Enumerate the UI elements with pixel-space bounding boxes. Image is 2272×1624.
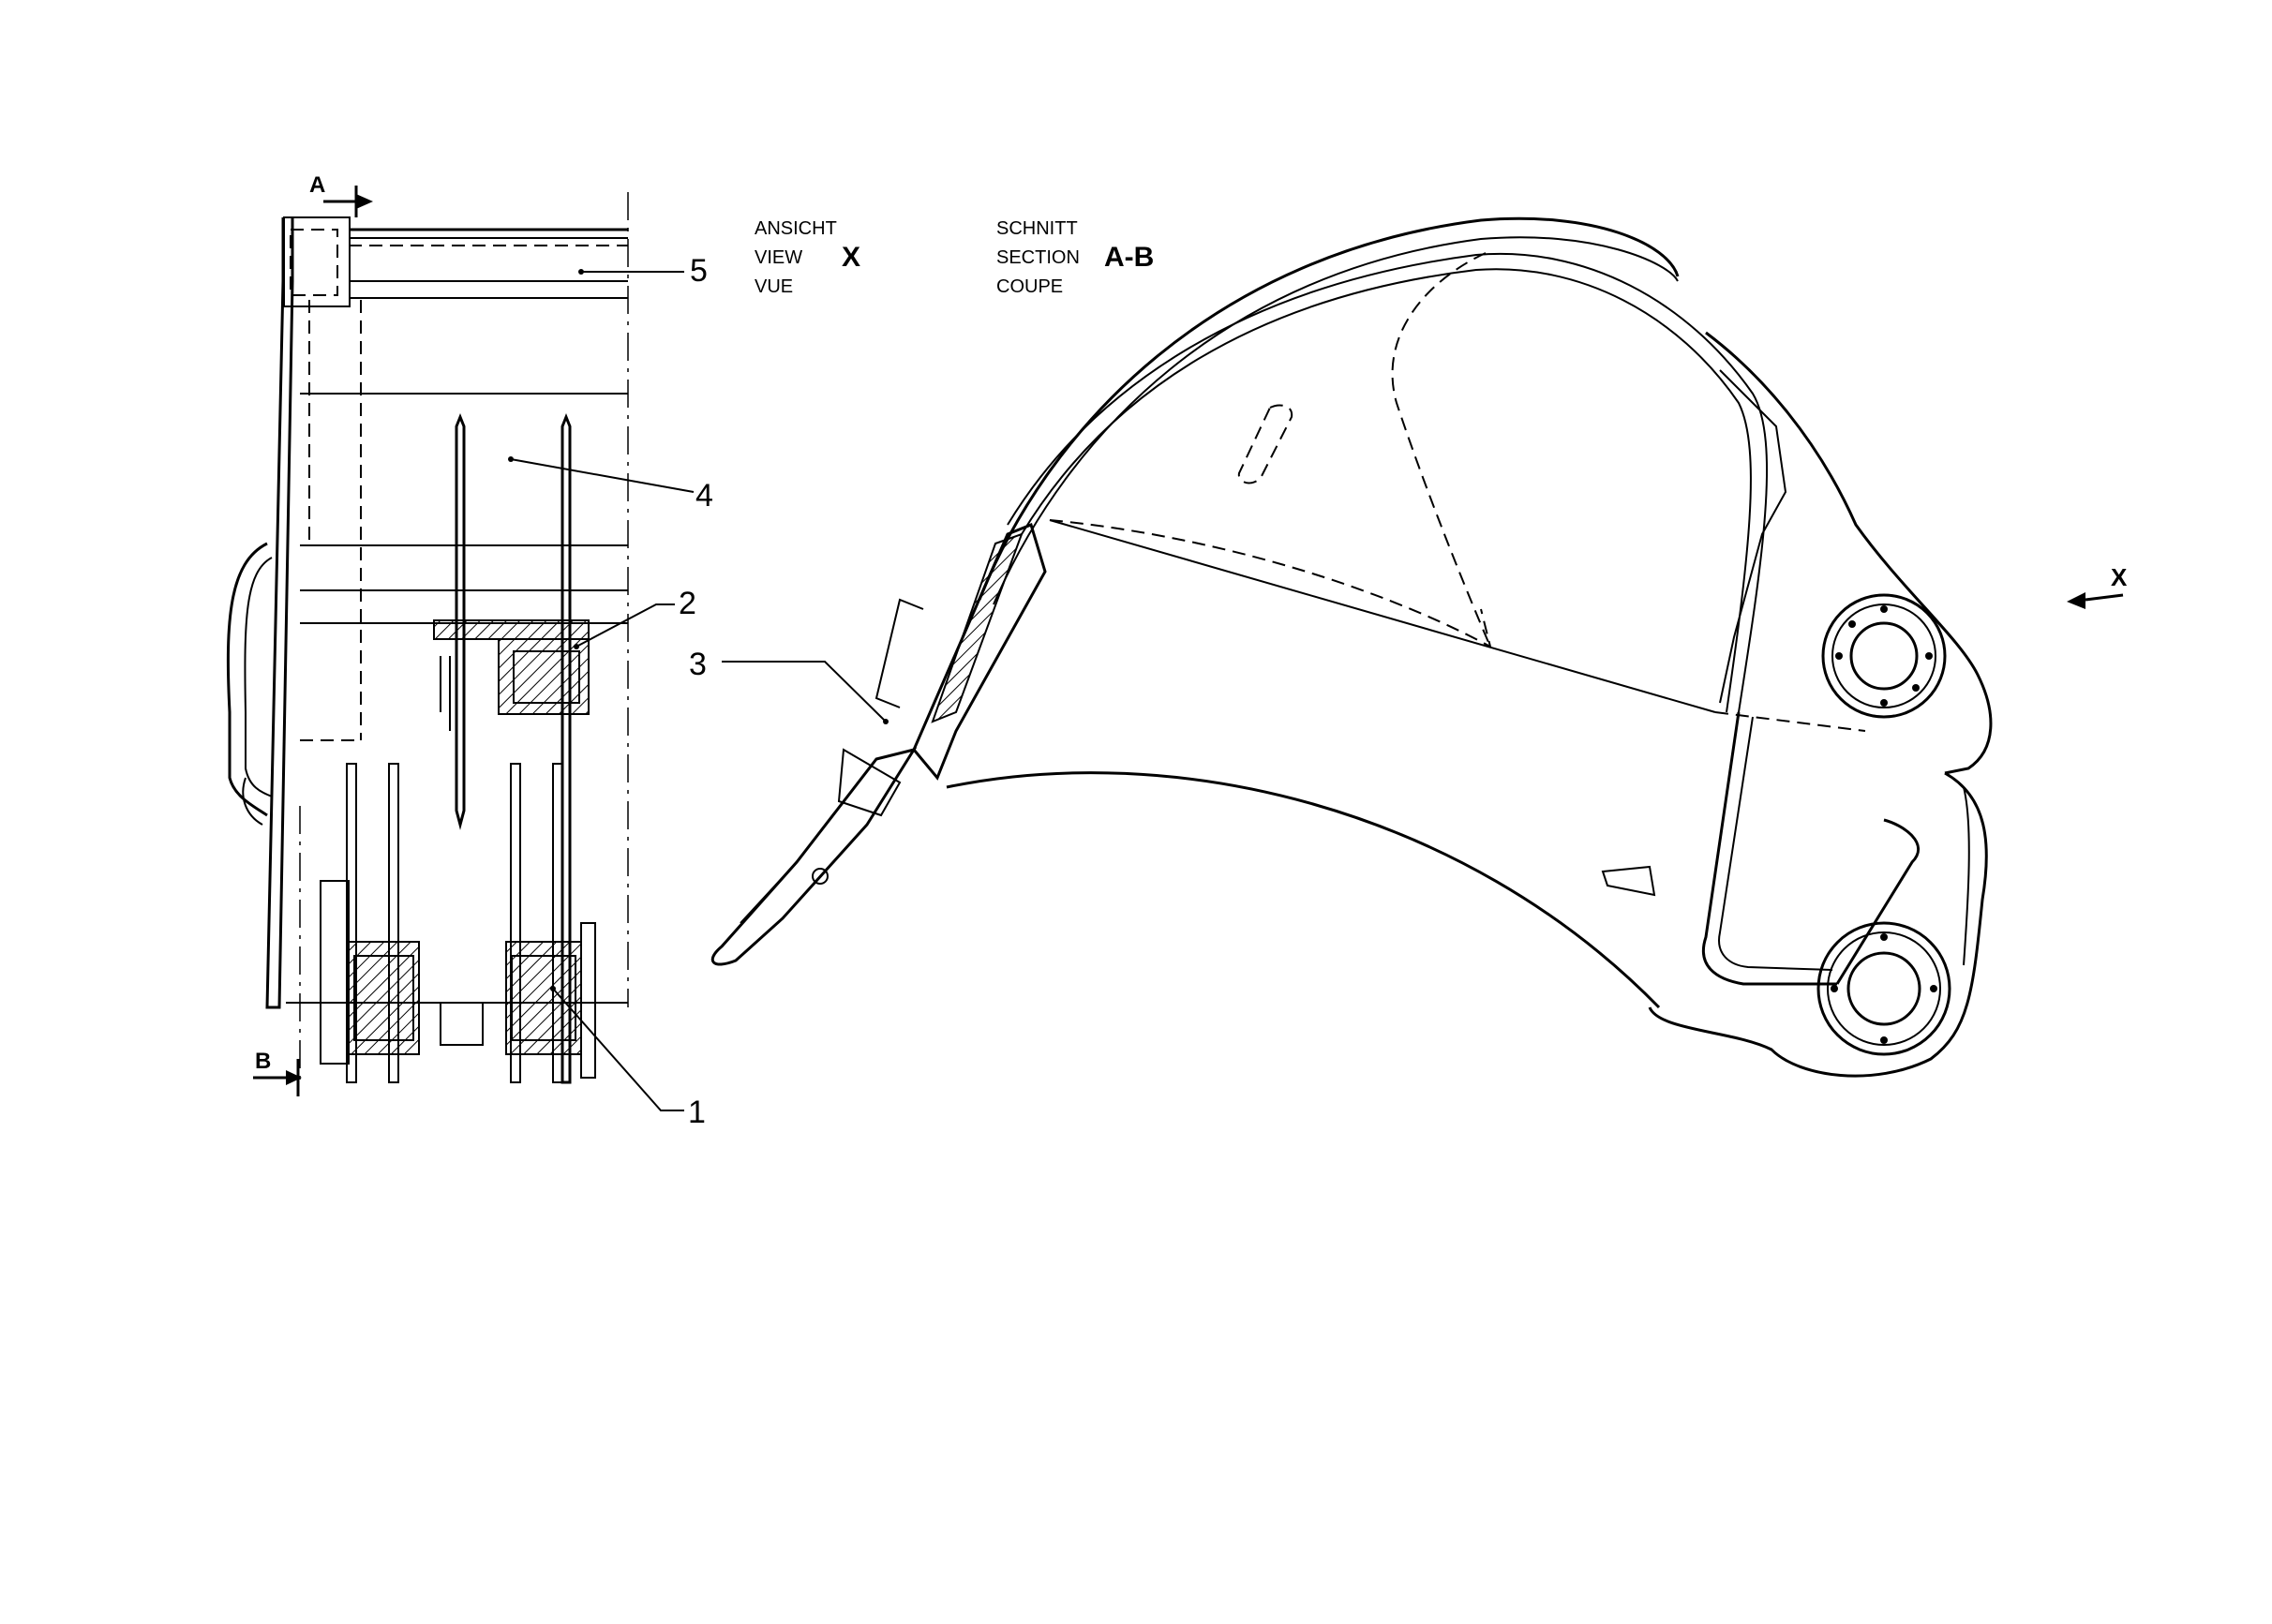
lower-bolt-2 <box>1930 985 1937 992</box>
upper-pin-boss-ring <box>1831 603 1936 708</box>
lower-right-bore <box>511 955 576 1041</box>
leader-3-dot <box>883 719 889 724</box>
lower-boss-edge <box>1963 786 1970 966</box>
hidden-lower-line <box>1714 711 1866 732</box>
section-mark-b: B <box>255 1049 271 1074</box>
rear-link <box>1835 818 1920 985</box>
guard-inner <box>244 557 273 797</box>
leader-1 <box>552 988 684 1111</box>
lower-plate-1 <box>346 763 357 1083</box>
upper-bushing-flange <box>433 619 590 640</box>
leader-2-dot <box>574 644 579 649</box>
bucket-shell-inner-1 <box>993 236 1679 605</box>
leader-5-dot <box>578 269 584 275</box>
view-label-en: VIEW <box>755 247 802 268</box>
upper-bolt-6 <box>1912 684 1920 692</box>
lower-pin-bore <box>1846 951 1921 1026</box>
top-bracket-hidden <box>290 229 338 296</box>
guard-outer <box>226 542 268 817</box>
upper-bushing-bore <box>513 650 580 704</box>
center-block <box>440 1002 484 1046</box>
callout-3: 3 <box>689 647 707 682</box>
upper-bushing-web <box>440 656 451 731</box>
upper-bolt-2 <box>1925 652 1933 660</box>
lower-boss-outline <box>1648 771 1988 1078</box>
callout-1: 1 <box>688 1095 706 1130</box>
rear-upper-web <box>1719 369 1787 704</box>
bucket-bottom-edge <box>946 771 1661 1009</box>
hidden-inner-1 <box>1049 519 1492 648</box>
view-label-fr: VUE <box>755 276 793 297</box>
leader-4-dot <box>508 456 514 462</box>
ripper-back-line <box>1049 519 1716 713</box>
adapter-section <box>931 532 1024 723</box>
bucket-outer-shell <box>978 216 1680 601</box>
lower-bolt-3 <box>1880 1036 1888 1044</box>
view-letter: X <box>842 242 860 273</box>
hidden-slot <box>1237 404 1293 484</box>
section-ab-drawing <box>710 216 2124 1078</box>
adapter-side-plate <box>874 598 924 708</box>
leader-1-dot <box>550 986 556 991</box>
upper-bolt-4 <box>1835 652 1843 660</box>
side-plate <box>265 217 294 1009</box>
section-label-fr: COUPE <box>996 276 1063 297</box>
hidden-inner-2 <box>1391 252 1491 648</box>
rear-back-inner <box>1718 716 1833 971</box>
leader-4 <box>510 458 695 493</box>
callout-4: 4 <box>695 478 713 514</box>
view-x-arrow-line <box>2085 593 2124 602</box>
callout-2: 2 <box>679 586 696 621</box>
upper-bolt-1 <box>1880 605 1888 613</box>
lower-right-side-plate <box>580 922 596 1079</box>
lower-plate-4 <box>552 763 563 1083</box>
bucket-liner <box>1007 253 1769 713</box>
leader-2 <box>575 603 675 648</box>
tooth-retainer-pin <box>812 868 829 885</box>
upper-pin-bore <box>1849 621 1919 691</box>
side-cutter <box>1601 865 1656 897</box>
view-x-arrow-label: X <box>2111 563 2128 591</box>
view-label-de: ANSICHT <box>755 218 837 239</box>
section-b-arrowhead <box>286 1070 302 1085</box>
lower-bolt-1 <box>1880 933 1888 941</box>
section-a-arrowhead <box>356 194 373 209</box>
view-x-drawing <box>226 186 695 1111</box>
lower-plate-3 <box>510 763 521 1083</box>
lower-left-bushing <box>348 941 420 1055</box>
section-label-de: SCHNITT <box>996 218 1078 239</box>
section-mark-a: A <box>309 172 325 198</box>
lower-bolt-4 <box>1831 985 1838 992</box>
section-letter: A-B <box>1104 242 1154 273</box>
lower-plate-2 <box>388 763 399 1083</box>
rear-back-plate <box>1701 711 1837 986</box>
guard-hook <box>242 777 263 826</box>
section-label-en: SECTION <box>996 247 1080 268</box>
bucket-liner-inner <box>1021 268 1752 713</box>
upper-pin-boss-outer <box>1821 593 1947 719</box>
top-bracket <box>283 216 351 307</box>
upper-bolt-3 <box>1880 699 1888 707</box>
ripper-plate-left <box>455 412 466 830</box>
view-x-arrowhead <box>2067 592 2085 609</box>
lower-left-bore <box>353 955 414 1041</box>
tooth-tip <box>710 747 918 966</box>
tooth-pin-pocket <box>837 748 902 817</box>
section-title-block: SCHNITT SECTION COUPE A-B <box>996 218 1154 297</box>
leader-3 <box>722 661 887 723</box>
lower-right-bushing <box>505 941 582 1055</box>
rear-upper-arm <box>1705 331 1993 775</box>
lower-pin-boss-ring <box>1827 931 1941 1046</box>
tooth-ridge <box>740 758 877 924</box>
upper-bolt-5 <box>1848 620 1856 628</box>
lower-left-side-plate <box>320 880 350 1065</box>
view-title-block: ANSICHT VIEW VUE X <box>755 218 860 297</box>
callout-5: 5 <box>690 253 708 289</box>
lower-pin-boss-outer <box>1816 921 1951 1056</box>
